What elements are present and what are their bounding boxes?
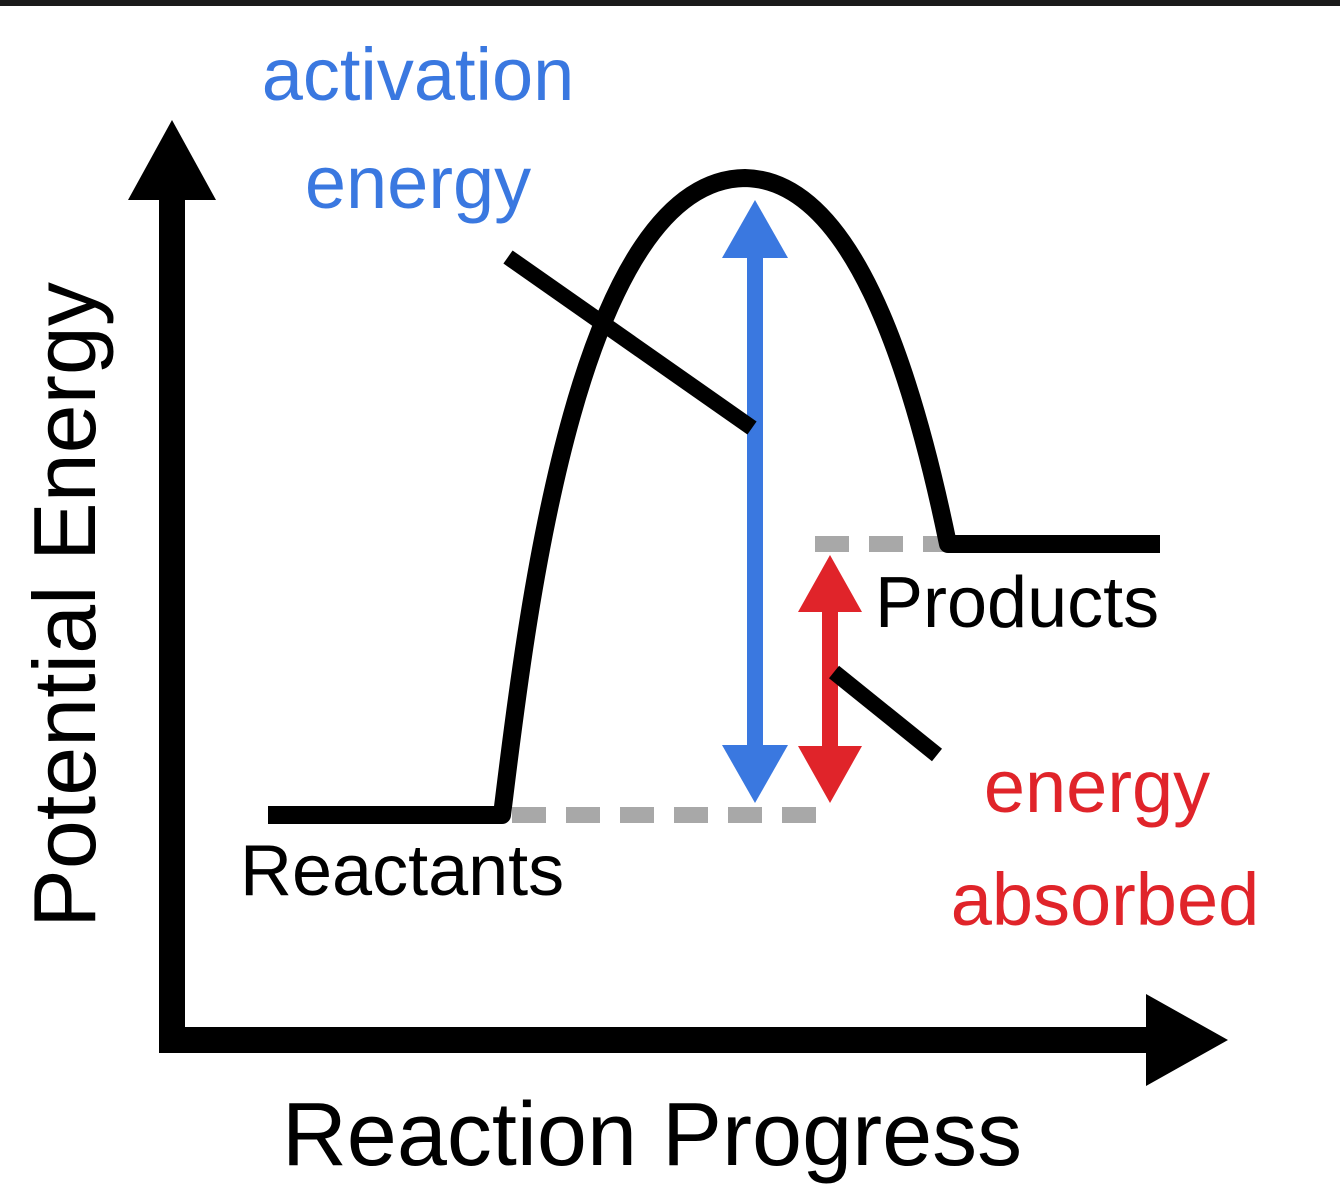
products-label: Products (875, 563, 1159, 643)
y-axis-label: Potential Energy (15, 282, 114, 928)
activation-label-line2: energy (305, 141, 531, 224)
x-axis-arrowhead (1146, 994, 1228, 1086)
activation-arrowhead-down (722, 745, 788, 803)
activation-arrowhead-up (722, 200, 788, 258)
absorbed-arrowhead-down (798, 746, 862, 803)
y-axis-arrowhead (128, 120, 216, 200)
energy-absorbed-label-line1: energy (984, 745, 1210, 828)
reactants-label: Reactants (240, 831, 564, 911)
axes (128, 120, 1228, 1086)
energy-absorbed-label-line2: absorbed (951, 858, 1260, 941)
absorbed-arrowhead-up (798, 555, 862, 612)
activation-label-line1: activation (262, 33, 575, 116)
activation-leader-line (503, 250, 757, 435)
absorbed-leader-line (828, 665, 943, 762)
x-axis-label: Reaction Progress (282, 1085, 1022, 1185)
activation-energy-arrow (722, 200, 788, 803)
top-border (0, 0, 1340, 6)
energy-curve (268, 169, 1160, 824)
